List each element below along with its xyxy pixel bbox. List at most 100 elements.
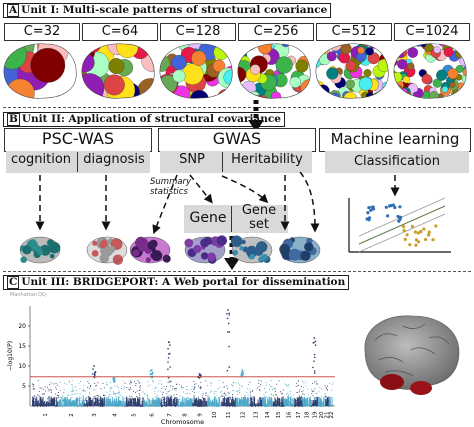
chromosome-19-points	[311, 337, 319, 407]
result-brain-4	[230, 235, 273, 264]
chromosome-6-points	[143, 369, 162, 407]
chromosome-tick-14: 14	[265, 411, 271, 418]
chromosome-tick-2: 2	[69, 413, 75, 417]
chromosome-tick-8: 8	[183, 413, 189, 417]
chromosome-tick-16: 16	[287, 411, 293, 418]
ml-classification: Classification	[325, 151, 469, 173]
result-brain-2	[129, 236, 171, 264]
class-a-point	[369, 208, 373, 212]
arrow-unit1-2	[248, 100, 264, 132]
chromosome-11-points	[221, 309, 236, 407]
class-b-point	[413, 230, 417, 234]
unit2-box: B	[7, 113, 20, 126]
class-a-point	[367, 216, 372, 220]
classifier-plot	[348, 197, 451, 253]
chromosome-5-points	[124, 380, 144, 407]
y-tick-label: 10	[18, 363, 26, 370]
y-tick-label: 15	[18, 343, 26, 350]
class-a-point	[366, 211, 370, 215]
scale-label-0: C=32	[4, 23, 80, 41]
chromosome-15-points	[272, 380, 285, 407]
gwas-heritability: Heritability	[231, 152, 303, 167]
scale-label-5: C=1024	[394, 23, 470, 41]
y-tick-label: 5	[22, 383, 26, 390]
class-b-point	[422, 227, 426, 231]
chromosome-tick-15: 15	[276, 411, 282, 418]
chromosome-9-points	[192, 373, 208, 407]
scale-label-1: C=64	[82, 23, 158, 41]
chromosome-3-points	[83, 365, 106, 407]
class-b-point	[414, 238, 418, 242]
divider-1	[3, 107, 471, 108]
chromosome-tick-17: 17	[296, 411, 302, 418]
class-b-point	[410, 224, 414, 228]
class-b-point	[414, 243, 418, 247]
unit3-box: C	[7, 276, 20, 289]
pscwas-diagnosis: diagnosis	[83, 152, 145, 167]
class-a-point	[384, 205, 388, 209]
class-a-point	[365, 217, 369, 221]
ml-title: Machine learning	[319, 128, 471, 152]
scale-label-2: C=128	[160, 23, 236, 41]
chromosome-10-points	[206, 380, 222, 407]
class-a-point	[391, 203, 396, 207]
chromosome-tick-11: 11	[226, 412, 232, 419]
chromosome-18-points	[302, 380, 312, 407]
class-b-point	[424, 237, 428, 242]
chromosome-tick-9: 9	[198, 413, 204, 417]
tab-qq[interactable]: QQ	[38, 292, 46, 298]
chromosome-16-points	[284, 383, 295, 407]
parcellation-brain-2	[159, 43, 233, 99]
gene-sep	[231, 206, 232, 232]
class-b-point	[403, 237, 407, 241]
pscwas-sep	[77, 152, 78, 172]
class-b-point	[419, 230, 423, 234]
summary-statistics: Summary statistics	[150, 177, 192, 197]
application-brain-row	[19, 235, 321, 265]
class-a-point	[396, 214, 400, 219]
class-a-point	[393, 205, 397, 210]
class-b-point	[434, 224, 438, 228]
result-brain-5	[279, 236, 321, 264]
class-b-point	[416, 240, 421, 244]
unit3-title: Unit III: BRIDGEPORT: A Web portal for d…	[21, 276, 346, 288]
chromosome-tick-20: 20	[319, 411, 325, 418]
chromosome-4-points	[105, 377, 125, 407]
chromosome-2-points	[58, 380, 85, 407]
y-tick-label: 20	[18, 323, 26, 330]
class-a-point	[398, 205, 402, 209]
y-axis-label: −log10(P)	[7, 341, 14, 371]
chromosome-20-points	[317, 386, 325, 407]
chromosome-tick-7: 7	[167, 413, 173, 417]
unit2-arrows	[35, 171, 400, 270]
pscwas-title: PSC-WAS	[4, 128, 152, 152]
brain-row	[3, 43, 467, 99]
x-axis-label: Chromosome	[161, 418, 204, 426]
class-a-point	[371, 205, 375, 209]
chromosome-17-points	[294, 380, 303, 407]
tab-manhattan[interactable]: Manhattan	[10, 292, 37, 298]
gene-label: Gene	[189, 210, 227, 226]
gene-box	[184, 205, 288, 233]
result-brain-3	[184, 235, 227, 264]
chromosome-tick-6: 6	[150, 413, 156, 417]
unit1-title: Unit I: Multi-scale patterns of structur…	[21, 4, 328, 16]
chromosome-tick-10: 10	[212, 411, 218, 418]
class-b-point	[427, 230, 431, 234]
gwas-subbar	[160, 151, 312, 173]
scale-label-4: C=512	[316, 23, 392, 41]
class-b-point	[416, 231, 420, 235]
geneset-label: Gene set	[241, 203, 277, 232]
class-a-point	[398, 217, 402, 221]
chromosome-12-points	[235, 369, 251, 407]
class-b-point	[405, 233, 409, 237]
divider-2	[3, 271, 471, 272]
class-b-point	[431, 238, 435, 242]
chromosome-8-points	[177, 384, 194, 407]
chromosome-tick-4: 4	[112, 413, 118, 417]
unit2-title: Unit II: Application of structural covar…	[21, 113, 281, 125]
gwas-sep	[222, 152, 223, 172]
